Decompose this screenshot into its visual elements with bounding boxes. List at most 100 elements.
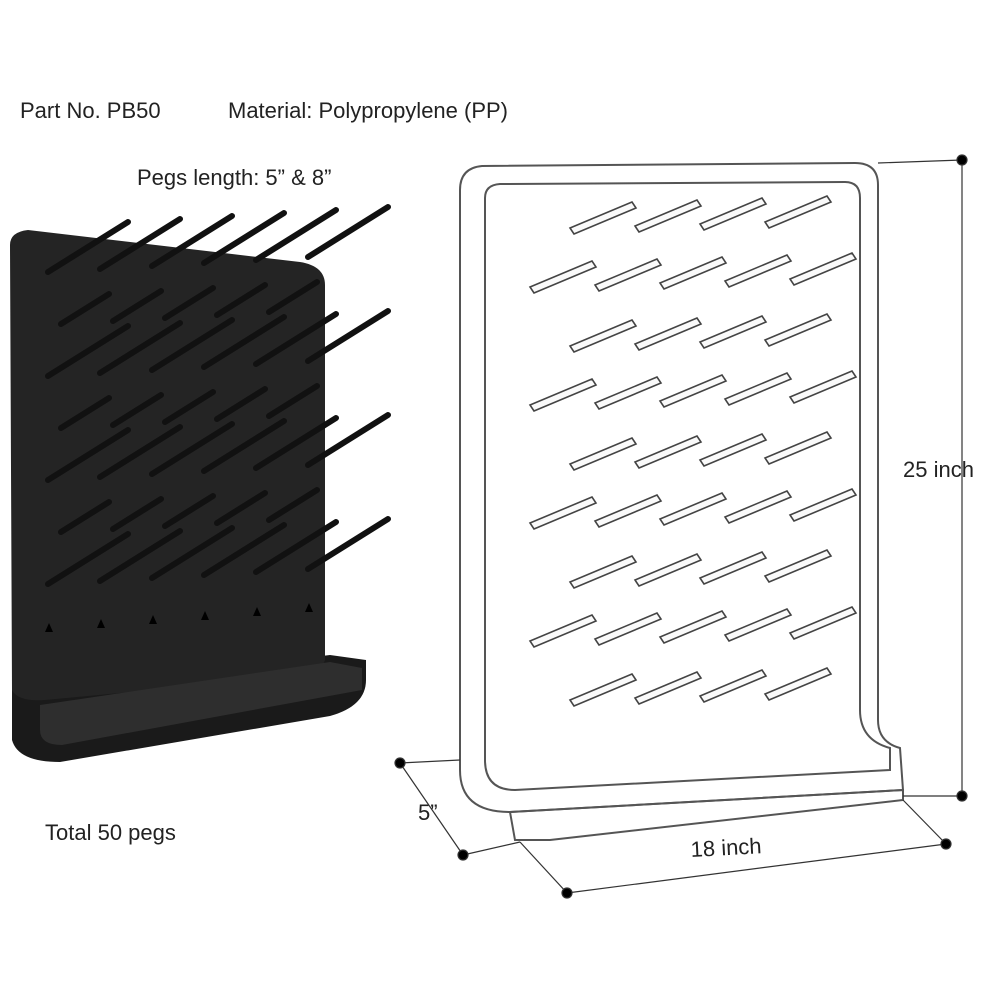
peg <box>149 421 235 477</box>
peg <box>266 279 320 315</box>
drain-hole <box>97 619 105 628</box>
peg <box>305 516 391 572</box>
peg <box>253 519 339 575</box>
dim-dot <box>956 790 968 802</box>
peg-outline <box>788 606 858 640</box>
height-dimension: 25 inch <box>903 457 974 482</box>
peg-outline <box>633 199 703 233</box>
peg-outline <box>698 315 768 349</box>
peg-outline <box>528 614 598 648</box>
peg <box>201 314 287 370</box>
peg-outline <box>633 435 703 469</box>
peg <box>97 424 183 480</box>
peg-outline <box>568 673 638 707</box>
peg-outline <box>723 490 793 524</box>
peg <box>201 522 287 578</box>
peg-outline <box>788 252 858 286</box>
peg <box>253 311 339 367</box>
frame-outer <box>459 161 905 814</box>
peg-outline <box>593 258 663 292</box>
peg <box>162 389 216 425</box>
peg <box>58 291 112 327</box>
peg-outline <box>528 378 598 412</box>
peg-outline <box>528 496 598 530</box>
peg <box>162 285 216 321</box>
peg <box>110 392 164 428</box>
peg <box>162 493 216 529</box>
peg-outline <box>593 376 663 410</box>
peg <box>214 490 268 526</box>
peg-outline <box>698 433 768 467</box>
width-ext-right <box>902 799 947 845</box>
depth-ext-bottom <box>462 841 521 856</box>
peg-outline <box>763 195 833 229</box>
drain-hole <box>201 611 209 620</box>
peg-outline <box>658 256 728 290</box>
drain-hole <box>305 603 313 612</box>
depth-dimension: 5” <box>418 800 438 825</box>
peg-outline <box>568 555 638 589</box>
peg-outline <box>763 313 833 347</box>
peg-outline <box>723 254 793 288</box>
dim-dot <box>394 757 406 769</box>
peg-outline <box>528 260 598 294</box>
dim-dot <box>561 887 573 899</box>
peg <box>45 427 131 483</box>
peg-outline <box>633 317 703 351</box>
dim-dot <box>457 849 469 861</box>
base-front <box>508 788 904 841</box>
black-pegs <box>45 204 391 587</box>
drain-hole <box>149 615 157 624</box>
peg-outline <box>568 201 638 235</box>
peg <box>305 412 391 468</box>
peg-outline <box>658 492 728 526</box>
material-label: Material: Polypropylene (PP) <box>228 98 509 123</box>
peg-outline <box>698 669 768 703</box>
peg <box>45 531 131 587</box>
rack-tray <box>40 662 362 745</box>
peg <box>253 415 339 471</box>
peg <box>97 320 183 376</box>
peg <box>201 418 287 474</box>
peg-outline <box>593 494 663 528</box>
peg-outline <box>788 370 858 404</box>
peg <box>149 317 235 373</box>
width-dim-line <box>566 843 947 894</box>
peg-outline <box>633 553 703 587</box>
depth-dim-line <box>399 762 464 856</box>
peg <box>45 323 131 379</box>
peg <box>149 525 235 581</box>
peg-outline <box>658 610 728 644</box>
peg-outline <box>763 431 833 465</box>
dim-dot <box>956 154 968 166</box>
peg-outline <box>633 671 703 705</box>
peg <box>253 207 339 263</box>
peg-outline <box>763 667 833 701</box>
peg <box>58 395 112 431</box>
peg <box>110 496 164 532</box>
drain-holes <box>45 603 313 632</box>
peg <box>214 386 268 422</box>
peg-outline <box>568 319 638 353</box>
peg-outline <box>568 437 638 471</box>
part-number: Part No. PB50 <box>20 98 161 123</box>
peg <box>266 383 320 419</box>
drain-hole <box>253 607 261 616</box>
peg <box>97 216 183 272</box>
dim-dot <box>940 838 952 850</box>
width-dimension: 18 inch <box>690 833 763 862</box>
peg <box>97 528 183 584</box>
pegs-length-label: Pegs length: 5” & 8” <box>137 165 332 190</box>
peg <box>305 204 391 260</box>
peg-outline <box>723 608 793 642</box>
peg <box>149 213 235 269</box>
peg <box>45 219 131 275</box>
peg-outline <box>788 488 858 522</box>
line-pegs <box>528 195 858 707</box>
peg <box>214 282 268 318</box>
frame-inner <box>484 180 891 792</box>
width-ext-left <box>519 841 568 894</box>
peg-outline <box>763 549 833 583</box>
